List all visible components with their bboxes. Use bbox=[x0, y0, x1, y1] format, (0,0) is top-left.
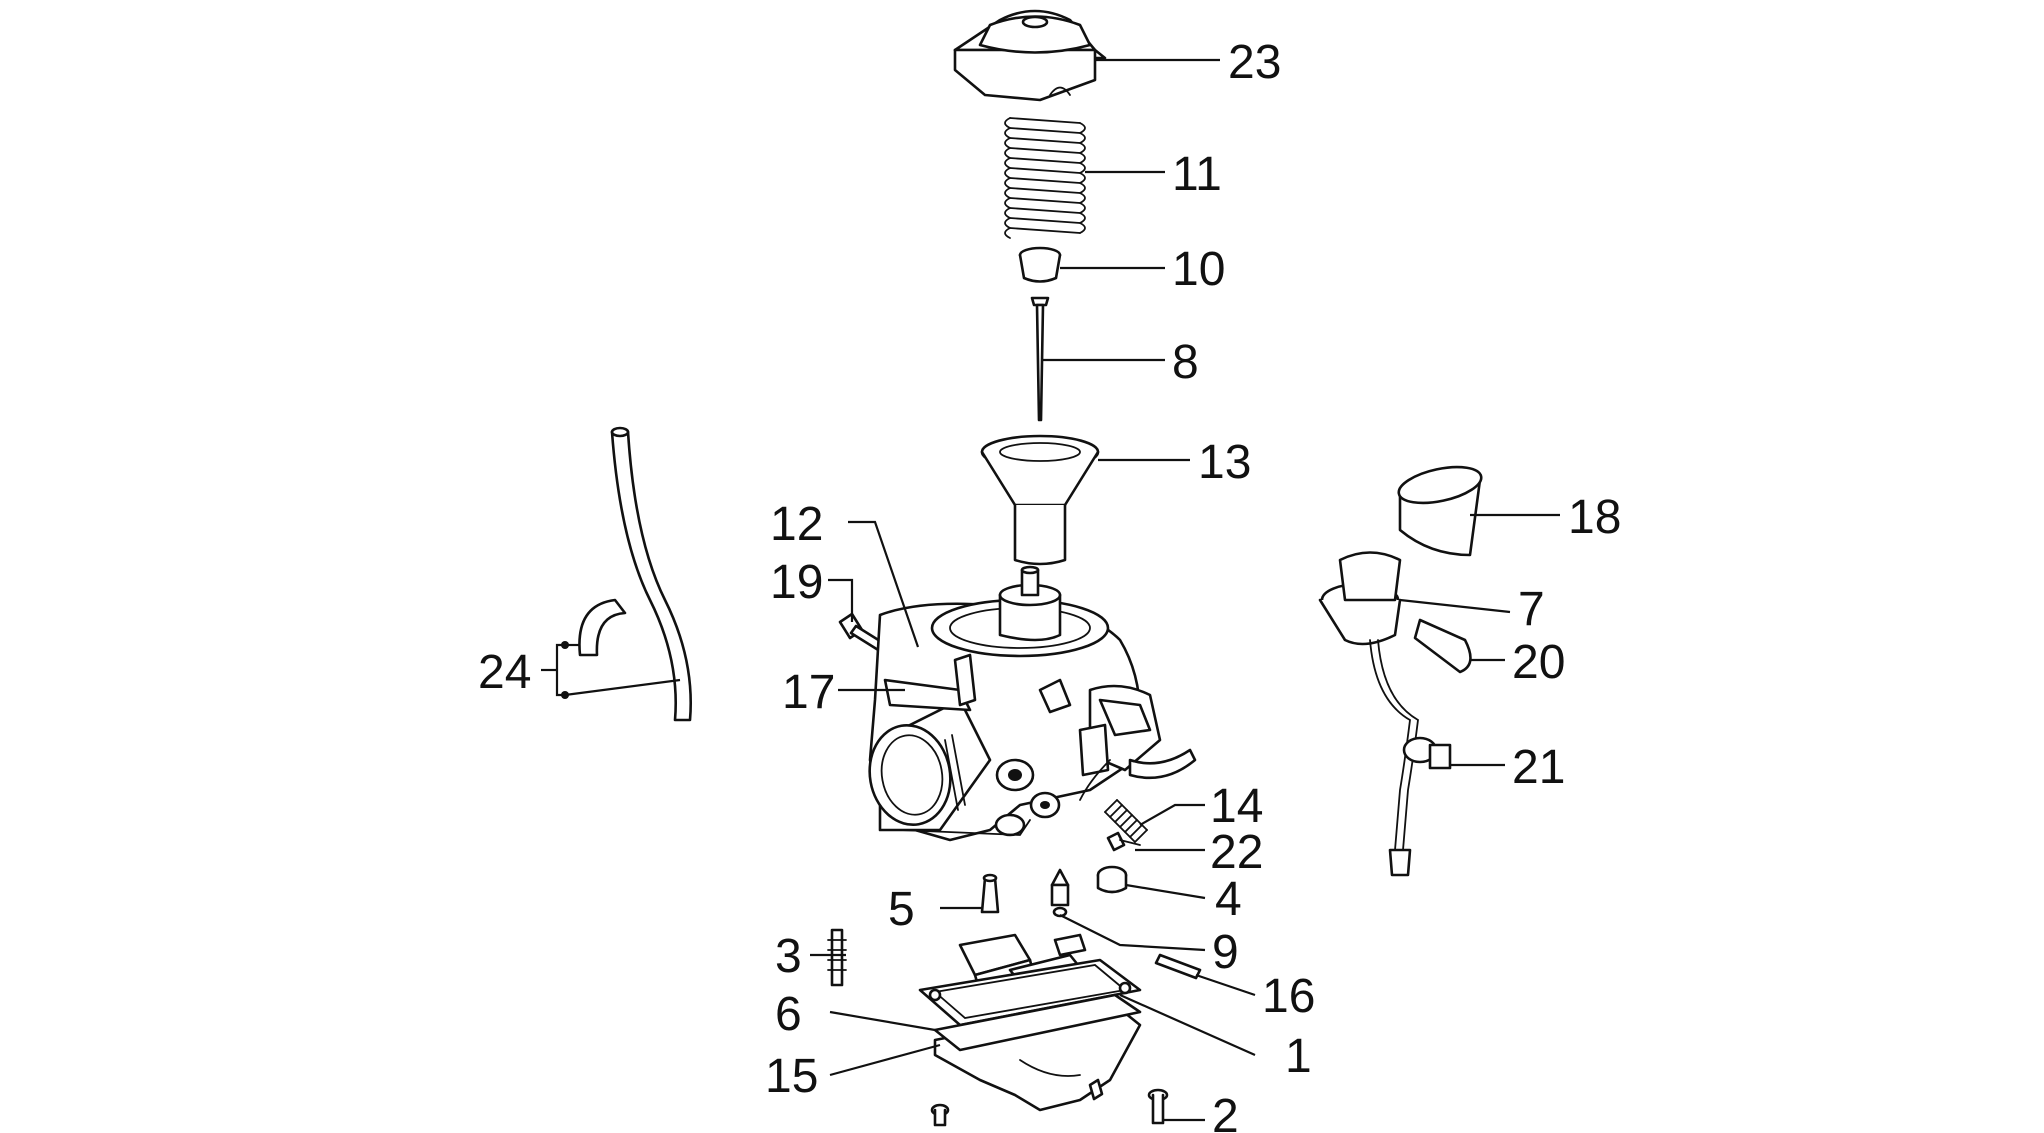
part-3-pilot-jet bbox=[827, 928, 847, 987]
part-24-hose bbox=[578, 426, 692, 722]
part-16-float-pin bbox=[1154, 953, 1202, 980]
callout-9: 9 bbox=[1212, 926, 1239, 979]
part-9-float-valve bbox=[1050, 868, 1070, 918]
part-11-spring bbox=[1004, 117, 1086, 239]
part-bowl-screw bbox=[930, 1103, 950, 1127]
callout-6: 6 bbox=[775, 988, 802, 1041]
callout-3: 3 bbox=[775, 930, 802, 983]
callout-24: 24 bbox=[478, 646, 531, 699]
callout-10: 10 bbox=[1172, 243, 1225, 296]
part-17-carburetor-body bbox=[868, 565, 1197, 842]
callout-7: 7 bbox=[1518, 583, 1545, 636]
part-14-spring bbox=[1104, 799, 1148, 843]
part-20-clip bbox=[1413, 618, 1472, 674]
callout-2: 2 bbox=[1212, 1090, 1239, 1133]
part-22-screw bbox=[1106, 831, 1141, 852]
callout-22: 22 bbox=[1210, 826, 1263, 879]
callout-17: 17 bbox=[782, 666, 835, 719]
part-10-needle-retainer bbox=[1018, 246, 1062, 283]
callout-8: 8 bbox=[1172, 336, 1199, 389]
callout-labels: 23 11 10 8 13 12 19 24 17 18 7 20 21 14 … bbox=[478, 36, 1621, 1133]
callout-1: 1 bbox=[1285, 1030, 1312, 1083]
part-8-jet-needle bbox=[1030, 296, 1050, 422]
callout-19: 19 bbox=[770, 556, 823, 609]
callout-23: 23 bbox=[1228, 36, 1281, 89]
part-7-choke bbox=[1318, 551, 1419, 877]
part-18-boot bbox=[1397, 465, 1483, 557]
callout-21: 21 bbox=[1512, 741, 1565, 794]
callout-12: 12 bbox=[770, 498, 823, 551]
callout-14: 14 bbox=[1210, 780, 1263, 833]
callout-20: 20 bbox=[1512, 636, 1565, 689]
part-4-plug bbox=[1096, 865, 1128, 894]
callout-15: 15 bbox=[765, 1050, 818, 1103]
part-21-clamp bbox=[1402, 736, 1452, 770]
part-float-bowl bbox=[918, 958, 1142, 1112]
callout-4: 4 bbox=[1215, 873, 1242, 926]
callout-11: 11 bbox=[1172, 148, 1222, 201]
callout-18: 18 bbox=[1568, 491, 1621, 544]
callout-13: 13 bbox=[1198, 436, 1251, 489]
callout-5: 5 bbox=[888, 883, 915, 936]
leader-lines bbox=[541, 58, 1560, 1122]
part-5-jet-holder bbox=[980, 873, 1000, 914]
part-13-throttle-slide bbox=[980, 434, 1100, 566]
callout-16: 16 bbox=[1262, 970, 1315, 1023]
part-23-top-cover bbox=[953, 9, 1107, 102]
part-2-screw bbox=[1147, 1088, 1169, 1125]
